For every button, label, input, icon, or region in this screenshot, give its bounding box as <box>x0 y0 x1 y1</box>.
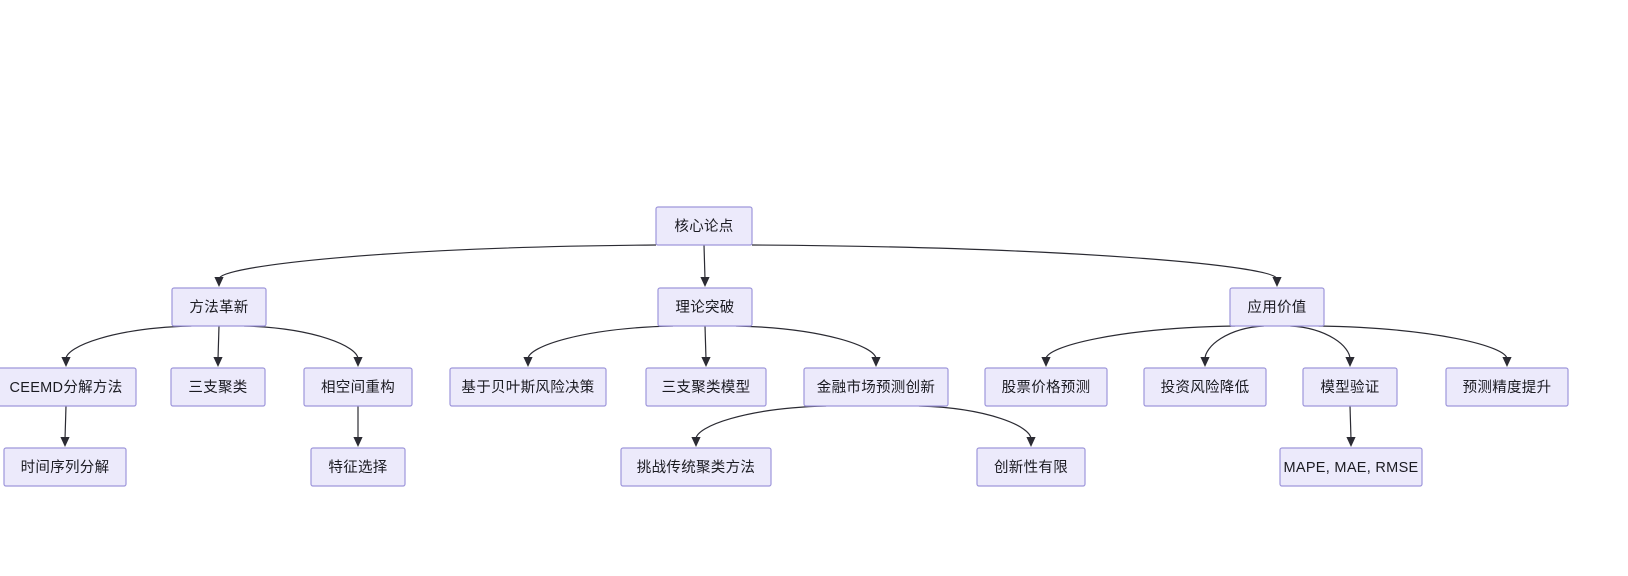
node-box[interactable] <box>803 367 949 407</box>
flow-edge <box>65 325 192 360</box>
flow-node-c10[interactable]: 预测精度提升 <box>1445 367 1569 407</box>
flow-edge-arrowhead <box>214 277 224 287</box>
flow-edge <box>527 325 674 360</box>
node-box[interactable] <box>655 206 753 246</box>
flow-edge <box>218 244 657 280</box>
flow-edge-arrowhead <box>1272 277 1282 287</box>
flow-node-m1[interactable]: 方法革新 <box>171 287 267 327</box>
flow-edge-arrowhead <box>1200 357 1210 367</box>
flow-node-c9[interactable]: 模型验证 <box>1302 367 1398 407</box>
flow-node-m2[interactable]: 理论突破 <box>657 287 753 327</box>
node-label: 理论突破 <box>675 299 734 316</box>
flow-edge-arrowhead <box>871 357 881 367</box>
node-box[interactable] <box>171 287 267 327</box>
node-label: 相空间重构 <box>321 379 395 396</box>
flow-node-c1[interactable]: CEEMD分解方法 <box>0 367 137 407</box>
flow-node-d2[interactable]: 特征选择 <box>310 447 406 487</box>
node-label: CEEMD分解方法 <box>9 379 122 396</box>
node-box[interactable] <box>1279 447 1423 487</box>
flow-node-d1[interactable]: 时间序列分解 <box>3 447 127 487</box>
node-box[interactable] <box>170 367 266 407</box>
node-label: 挑战传统聚类方法 <box>637 459 755 476</box>
node-box[interactable] <box>303 367 413 407</box>
flow-node-c6[interactable]: 金融市场预测创新 <box>803 367 949 407</box>
flow-edge-arrowhead <box>61 357 71 367</box>
node-label: 时间序列分解 <box>21 459 110 476</box>
node-box[interactable] <box>620 447 772 487</box>
flow-edge-arrowhead <box>213 357 223 367</box>
flow-node-c4[interactable]: 基于贝叶斯风险决策 <box>449 367 607 407</box>
flow-node-c7[interactable]: 股票价格预测 <box>984 367 1108 407</box>
node-box[interactable] <box>1445 367 1569 407</box>
flow-node-m3[interactable]: 应用价值 <box>1229 287 1325 327</box>
flow-edge <box>1204 325 1265 360</box>
node-label: 三支聚类模型 <box>662 379 751 396</box>
node-label: 核心论点 <box>674 218 733 235</box>
flow-edge <box>751 244 1278 280</box>
node-label: 特征选择 <box>328 459 387 476</box>
flow-edge <box>704 325 707 360</box>
flow-edge <box>244 325 359 360</box>
flow-node-c3[interactable]: 相空间重构 <box>303 367 413 407</box>
node-box[interactable] <box>449 367 607 407</box>
flow-edge-arrowhead <box>1041 357 1051 367</box>
flow-edge-arrowhead <box>353 357 363 367</box>
flow-edge-arrowhead <box>700 277 710 287</box>
flow-edge <box>1349 405 1352 440</box>
node-box[interactable] <box>1302 367 1398 407</box>
edges-layer <box>60 244 1512 447</box>
flow-edge-arrowhead <box>523 357 533 367</box>
flow-edge-arrowhead <box>1345 357 1355 367</box>
flow-edge-arrowhead <box>60 437 70 447</box>
flow-edge-arrowhead <box>353 437 363 447</box>
flow-edge <box>1318 325 1508 360</box>
flow-edge <box>1045 325 1236 360</box>
flow-edge <box>703 244 706 280</box>
flow-node-d3[interactable]: 挑战传统聚类方法 <box>620 447 772 487</box>
node-box[interactable] <box>976 447 1086 487</box>
node-label: 股票价格预测 <box>1002 379 1091 396</box>
node-label: 金融市场预测创新 <box>817 379 935 396</box>
flow-node-c5[interactable]: 三支聚类模型 <box>645 367 767 407</box>
flow-edge <box>1290 325 1351 360</box>
node-box[interactable] <box>1229 287 1325 327</box>
flow-edge <box>735 325 877 360</box>
flow-edge-arrowhead <box>691 437 701 447</box>
node-label: 投资风险降低 <box>1161 379 1250 396</box>
flow-edge <box>918 405 1032 440</box>
node-label: MAPE, MAE, RMSE <box>1283 460 1418 476</box>
flow-node-c2[interactable]: 三支聚类 <box>170 367 266 407</box>
flow-node-c8[interactable]: 投资风险降低 <box>1143 367 1267 407</box>
flow-node-d5[interactable]: MAPE, MAE, RMSE <box>1279 447 1423 487</box>
node-label: 应用价值 <box>1247 298 1306 316</box>
node-box[interactable] <box>0 367 137 407</box>
node-label: 创新性有限 <box>994 459 1068 476</box>
flow-node-core[interactable]: 核心论点 <box>655 206 753 246</box>
node-label: 模型验证 <box>1320 379 1379 396</box>
node-box[interactable] <box>1143 367 1267 407</box>
flow-edge <box>217 325 220 360</box>
node-label: 方法革新 <box>189 299 248 316</box>
node-box[interactable] <box>3 447 127 487</box>
flow-edge-arrowhead <box>1346 437 1356 447</box>
node-box[interactable] <box>657 287 753 327</box>
flow-edge-arrowhead <box>701 357 711 367</box>
node-label: 三支聚类 <box>188 379 247 396</box>
flow-edge <box>695 405 827 440</box>
node-box[interactable] <box>645 367 767 407</box>
flow-edge-arrowhead <box>1502 357 1512 367</box>
node-label: 基于贝叶斯风险决策 <box>461 379 594 396</box>
node-box[interactable] <box>984 367 1108 407</box>
flow-edge <box>64 405 67 440</box>
node-label: 预测精度提升 <box>1463 379 1552 396</box>
flow-edge-arrowhead <box>1026 437 1036 447</box>
flow-node-d4[interactable]: 创新性有限 <box>976 447 1086 487</box>
node-box[interactable] <box>310 447 406 487</box>
